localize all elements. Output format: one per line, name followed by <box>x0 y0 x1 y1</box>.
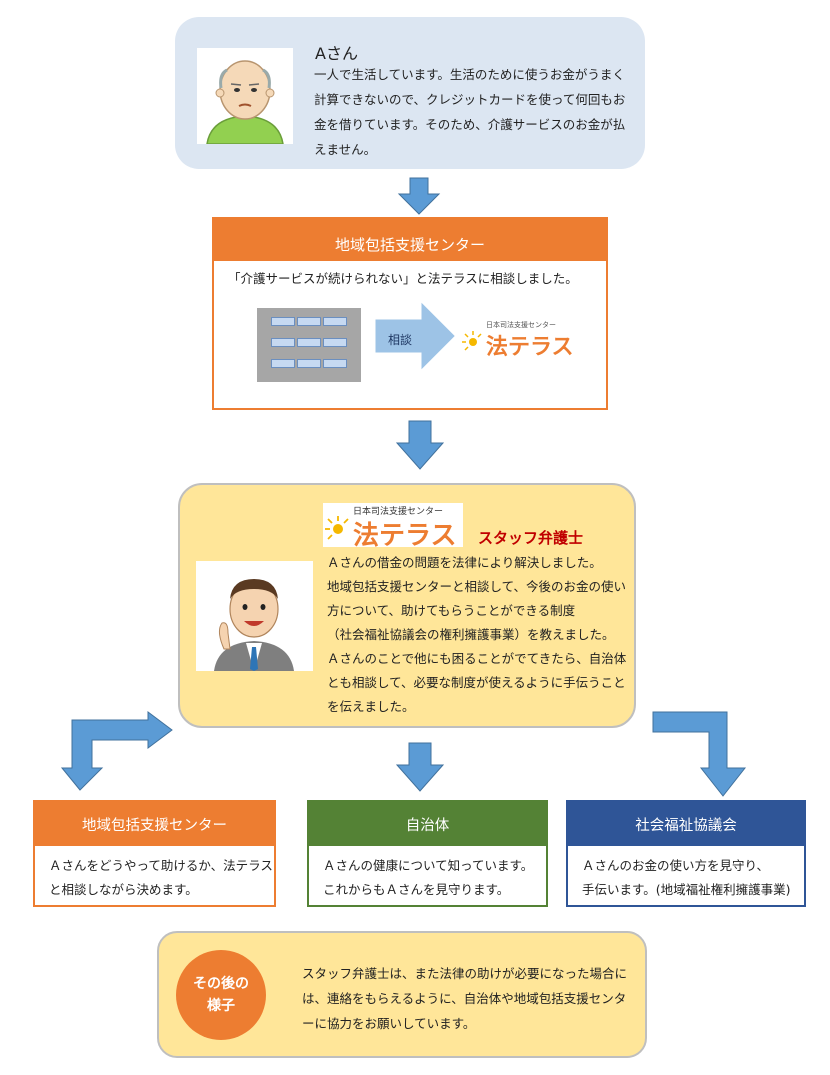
legal-line-4: Ａさんのことで他にも困ることがでてきたら、自治体とも相談して、必要な制度が使える… <box>327 651 627 714</box>
person-a-description: 一人で生活しています。生活のために使うお金がうまく計算できないので、クレジットカ… <box>314 67 626 157</box>
org-text-line: 手伝います。(地域福祉権利擁護事業) <box>582 882 791 897</box>
houterasu-logo-text-large: 法テラス <box>353 521 457 551</box>
consult-label: 相談 <box>388 333 413 347</box>
legal-line-2: 地域包括支援センターと相談して、今後のお金の使い方について、助けてもらうことがで… <box>327 579 627 618</box>
houterasu-logo-large: 日本司法支援センター 法テラス <box>323 503 473 551</box>
houterasu-logo-text: 法テラス <box>486 335 574 360</box>
houterasu-logo: 日本司法支援センター 法テラス <box>462 320 574 360</box>
staff-lawyer-title: スタッフ弁護士 <box>478 529 584 547</box>
afterwards-label-line2: 様子 <box>207 998 235 1014</box>
org-title-municipality: 自治体 <box>309 802 546 846</box>
afterwards-label-line1: その後の <box>193 976 249 992</box>
elderly-man-portrait <box>197 48 293 145</box>
afterwards-text: スタッフ弁護士は、また法律の助けが必要になった場合には、連絡をもらえるように、自… <box>302 966 628 1031</box>
branch-arrow-right <box>652 711 747 797</box>
org-box-social-welfare: 社会福祉協議会 Ａさんのお金の使い方を見守り、 手伝います。(地域福祉権利擁護事… <box>566 800 806 907</box>
org-text-line: これからもＡさんを見守ります。 <box>323 882 510 897</box>
sun-icon <box>462 331 482 351</box>
org-box-municipality: 自治体 Ａさんの健康について知っています。 これからもＡさんを見守ります。 <box>307 800 548 907</box>
down-arrow-2 <box>395 420 445 470</box>
sun-icon-large <box>325 516 349 540</box>
houterasu-org-name-large: 日本司法支援センター <box>353 507 444 517</box>
org-text-line: Ａさんの健康について知っています。 <box>323 858 534 873</box>
center-title: 地域包括支援センター <box>214 219 606 261</box>
person-a-name: Aさん <box>315 44 358 63</box>
org-text-line: と相談しながら決めます。 <box>49 882 198 897</box>
branch-arrow-left <box>60 711 173 791</box>
center-consult-text: 「介護サービスが続けられない」と法テラスに相談しました。 <box>228 271 578 286</box>
org-text-line: Ａさんをどうやって助けるか、法テラス <box>49 858 273 873</box>
afterwards-label-circle: その後の 様子 <box>176 950 266 1040</box>
down-arrow-1 <box>397 177 441 215</box>
down-arrow-3 <box>395 742 445 792</box>
org-title-social-welfare: 社会福祉協議会 <box>568 802 804 846</box>
legal-line-1: Ａさんの借金の問題を法律により解決しました。 <box>327 555 602 570</box>
org-title-center: 地域包括支援センター <box>35 802 274 846</box>
org-text-municipality: Ａさんの健康について知っています。 これからもＡさんを見守ります。 <box>323 854 533 902</box>
org-box-center: 地域包括支援センター Ａさんをどうやって助けるか、法テラス と相談しながら決めま… <box>33 800 276 907</box>
lawyer-portrait <box>196 561 313 671</box>
houterasu-org-name: 日本司法支援センター <box>486 321 556 329</box>
building-icon <box>257 308 361 382</box>
org-text-line: Ａさんのお金の使い方を見守り、 <box>582 858 770 873</box>
org-text-social-welfare: Ａさんのお金の使い方を見守り、 手伝います。(地域福祉権利擁護事業) <box>582 854 791 902</box>
legal-line-3: （社会福祉協議会の権利擁護事業）を教えました。 <box>327 627 615 642</box>
org-text-center: Ａさんをどうやって助けるか、法テラス と相談しながら決めます。 <box>49 854 273 902</box>
consult-arrow-icon <box>375 302 455 370</box>
legal-description: Ａさんの借金の問題を法律により解決しました。 地域包括支援センターと相談して、今… <box>327 551 627 719</box>
